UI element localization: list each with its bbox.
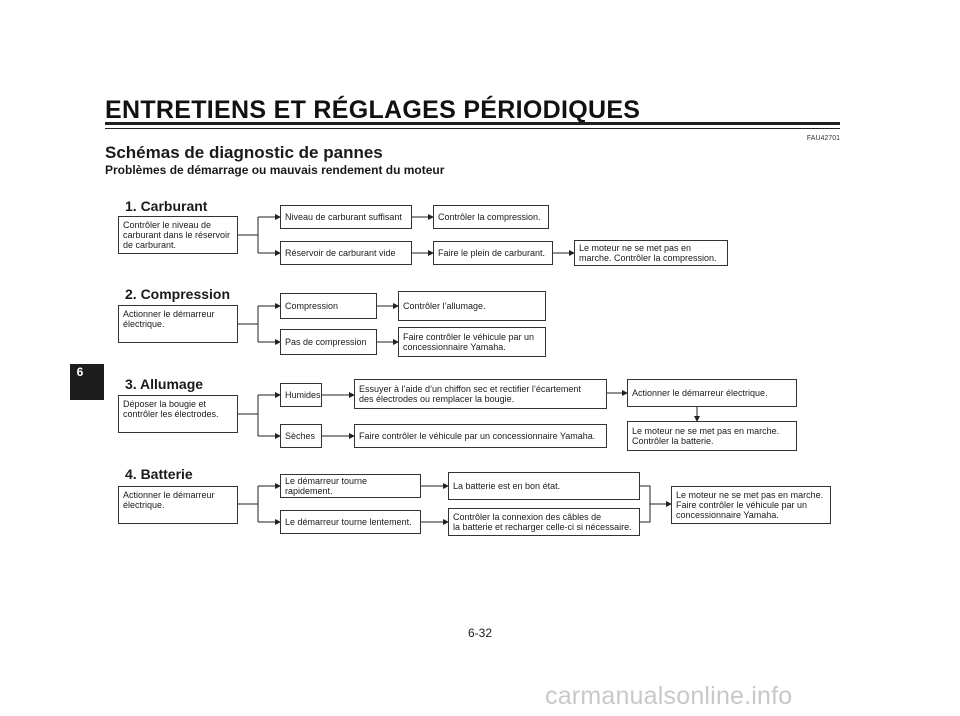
box-carburant-ok: Niveau de carburant suffisant (280, 205, 412, 229)
box-compression-bad-action: Faire contrôler le véhicule par un conce… (398, 327, 546, 357)
reference-code: FAU42701 (806, 135, 840, 142)
box-allumage-result: Le moteur ne se met pas en marche. Contr… (627, 421, 797, 451)
box-batterie-start: Actionner le démarreur électrique. (118, 486, 238, 524)
page-number: 6-32 (467, 626, 493, 640)
chapter-title: ENTRETIENS ET RÉGLAGES PÉRIODIQUES (105, 96, 641, 124)
section-heading-allumage: 3. Allumage (125, 376, 204, 392)
box-batterie-fast: Le démarreur tourne rapidement. (280, 474, 421, 498)
box-allumage-wet: Humides (280, 383, 322, 407)
section-heading-carburant: 1. Carburant (125, 198, 208, 214)
header-rule-thin (105, 128, 840, 129)
box-compression-start: Actionner le démarreur électrique. (118, 305, 238, 343)
box-allumage-start: Déposer la bougie et contrôler les élect… (118, 395, 238, 433)
watermark: carmanualsonline.info (545, 682, 793, 710)
section-heading-compression: 2. Compression (125, 286, 231, 302)
box-carburant-start: Contrôler le niveau de carburant dans le… (118, 216, 238, 254)
box-batterie-slow-action: Contrôler la connexion des câbles de la … (448, 508, 640, 536)
box-batterie-fast-result: La batterie est en bon état. (448, 472, 640, 500)
box-allumage-wet-action: Essuyer à l’aide d’un chiffon sec et rec… (354, 379, 607, 409)
box-batterie-slow: Le démarreur tourne lentement. (280, 510, 421, 534)
chapter-tab-number: 6 (76, 365, 84, 379)
section-heading-batterie: 4. Batterie (125, 466, 193, 482)
box-carburant-ok-action: Contrôler la compression. (433, 205, 549, 229)
box-carburant-bad-action: Faire le plein de carburant. (433, 241, 553, 265)
box-carburant-bad-result: Le moteur ne se met pas en marche. Contr… (574, 240, 728, 266)
chapter-tab (70, 364, 104, 400)
box-batterie-final: Le moteur ne se met pas en marche. Faire… (671, 486, 831, 524)
header-rule-thick (105, 122, 840, 125)
page-subtitle: Problèmes de démarrage ou mauvais rendem… (105, 163, 445, 177)
box-allumage-dry: Sèches (280, 424, 322, 448)
box-allumage-dry-action: Faire contrôler le véhicule par un conce… (354, 424, 607, 448)
box-compression-bad: Pas de compression (280, 329, 377, 355)
box-allumage-wet-next: Actionner le démarreur électrique. (627, 379, 797, 407)
box-compression-ok: Compression (280, 293, 377, 319)
page-title: Schémas de diagnostic de pannes (105, 143, 383, 162)
box-carburant-bad: Réservoir de carburant vide (280, 241, 412, 265)
box-compression-ok-action: Contrôler l’allumage. (398, 291, 546, 321)
